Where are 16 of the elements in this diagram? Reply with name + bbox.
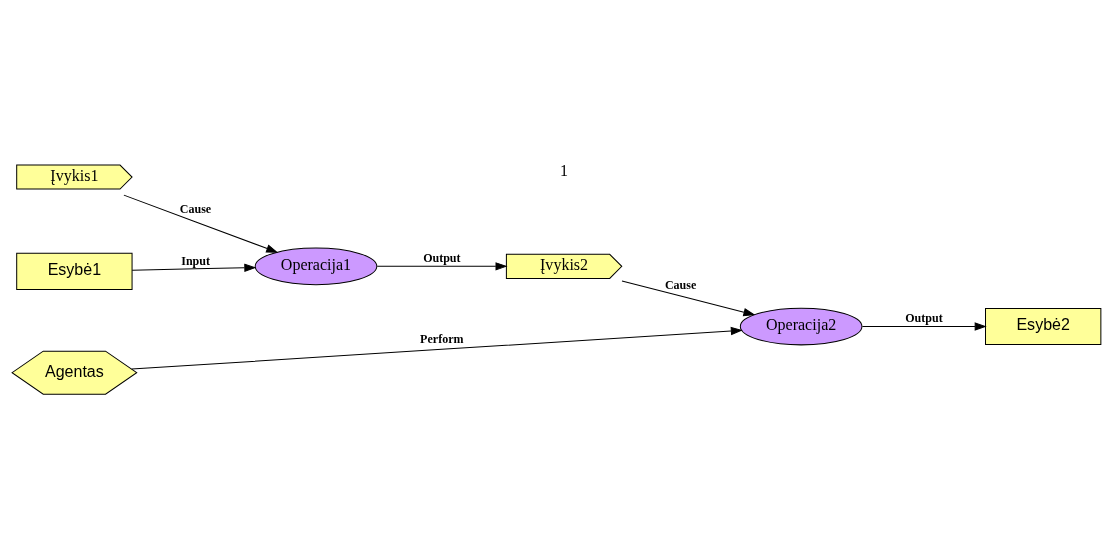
arrow [621, 280, 755, 317]
edge-label: Cause [664, 278, 697, 293]
node-box: Esybė1 [16, 252, 133, 290]
arrow [131, 263, 256, 272]
edge-label: Output [423, 250, 461, 265]
edge-label: Perform [420, 332, 464, 347]
label: 1 [560, 161, 569, 179]
node-box: Esybė2 [985, 308, 1102, 346]
arrow [131, 326, 742, 370]
edge-label: Input [181, 253, 210, 268]
arrow [376, 262, 507, 271]
arrow [123, 194, 278, 253]
arrow [861, 322, 986, 331]
node-ellipse: Operacija1 [254, 247, 378, 286]
edge-label: Output [905, 311, 943, 326]
edge-label: Cause [179, 201, 212, 216]
